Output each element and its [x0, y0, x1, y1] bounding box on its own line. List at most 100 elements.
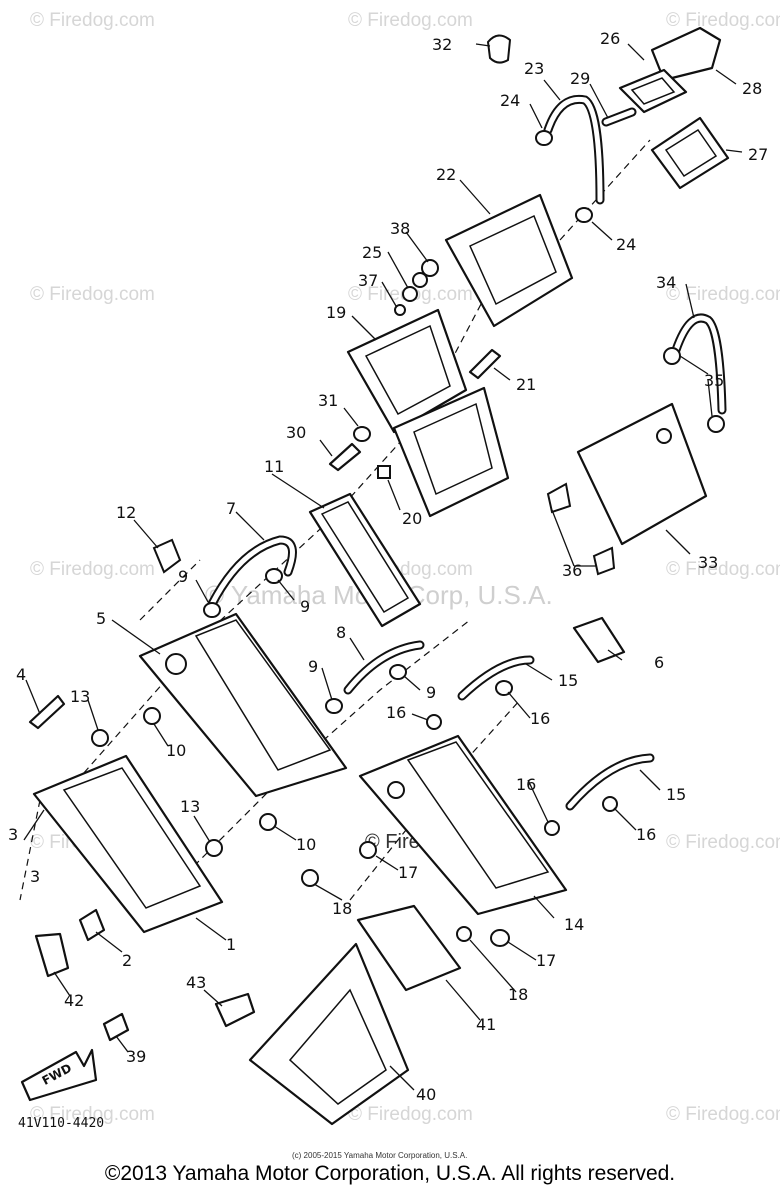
part-42-bracket — [34, 932, 70, 978]
leader-lines — [23, 43, 743, 1091]
watermark: © Firedog.com — [30, 10, 155, 31]
callout-7: 7 — [226, 499, 236, 518]
callout-1: 1 — [226, 935, 236, 954]
callout-22: 22 — [436, 165, 456, 184]
part-9-clamp — [265, 568, 283, 584]
callout-3: 3 — [8, 825, 18, 844]
callout-27: 27 — [748, 145, 768, 164]
part-35-clamp — [663, 347, 681, 365]
part-16-clamp — [602, 796, 618, 812]
part-24-clamp — [535, 130, 553, 146]
part-1-case — [32, 754, 224, 934]
watermark: © Firedog.com — [666, 559, 780, 580]
watermark: © Firedog.com — [666, 10, 780, 31]
diagram-code: 41V110-4420 — [18, 1116, 104, 1131]
part-33-plate — [576, 402, 708, 546]
callout-3: 3 — [30, 867, 40, 886]
part-36-fitting — [592, 546, 616, 576]
part-4-bolt — [28, 694, 66, 730]
callout-15: 15 — [666, 785, 686, 804]
part-9-clamp — [389, 664, 407, 680]
part-5-case — [138, 612, 348, 798]
callout-6: 6 — [654, 653, 664, 672]
part-17-cap — [359, 841, 377, 859]
part-2-bracket — [78, 908, 106, 942]
part-43-bracket — [214, 992, 256, 1028]
part-18-plug — [456, 926, 472, 942]
part-41-cover — [356, 904, 462, 992]
callout-9: 9 — [308, 657, 318, 676]
part-12-cap — [152, 538, 182, 574]
part-21-bolt — [468, 348, 502, 380]
callout-14: 14 — [564, 915, 584, 934]
part-40-bracket — [248, 942, 410, 1126]
callout-32: 32 — [432, 35, 452, 54]
callout-5: 5 — [96, 609, 106, 628]
callout-16: 16 — [636, 825, 656, 844]
callout-17: 17 — [398, 863, 418, 882]
callout-11: 11 — [264, 457, 284, 476]
callout-13: 13 — [70, 687, 90, 706]
part-17-cap — [490, 929, 510, 947]
callout-37: 37 — [358, 271, 378, 290]
part-10-plug — [143, 707, 161, 725]
part-13-plug — [91, 729, 109, 747]
part-35-clamp — [707, 415, 725, 433]
callout-20: 20 — [402, 509, 422, 528]
callout-24: 24 — [500, 91, 520, 110]
part-16-clamp — [426, 714, 442, 730]
part-24-clamp — [575, 207, 593, 223]
part-26-gasket — [618, 68, 688, 114]
callout-40: 40 — [416, 1085, 436, 1104]
callout-8: 8 — [336, 623, 346, 642]
callout-42: 42 — [64, 991, 84, 1010]
callout-28: 28 — [742, 79, 762, 98]
watermark: © Firedog.com — [348, 10, 473, 31]
callout-17: 17 — [536, 951, 556, 970]
callout-10: 10 — [166, 741, 186, 760]
watermark: © Firedog.com — [666, 832, 780, 853]
part-19-plate — [346, 308, 468, 434]
part-30-bolt — [328, 442, 362, 472]
callout-16: 16 — [386, 703, 406, 722]
callout-9: 9 — [426, 683, 436, 702]
callout-4: 4 — [16, 665, 26, 684]
part-6-seal — [572, 616, 626, 664]
part-38-washer — [421, 259, 439, 277]
part-31-washer — [353, 426, 371, 442]
watermark: © Firedog.com — [30, 284, 155, 305]
callout-16: 16 — [516, 775, 536, 794]
part-9-clamp — [325, 698, 343, 714]
part-25-spacer — [402, 286, 418, 302]
callout-10: 10 — [296, 835, 316, 854]
callout-labels: 32 26 23 29 28 24 27 22 24 38 25 37 34 1… — [8, 29, 768, 1104]
callout-13: 13 — [180, 797, 200, 816]
callout-9: 9 — [178, 567, 188, 586]
callout-30: 30 — [286, 423, 306, 442]
part-9-clamp — [203, 602, 221, 618]
part-38-washer — [412, 272, 428, 288]
part-16-clamp — [495, 680, 513, 696]
part-11-gasket — [308, 492, 422, 628]
callout-15: 15 — [558, 671, 578, 690]
callout-2: 2 — [122, 951, 132, 970]
part-22-plate — [444, 193, 574, 328]
watermark: © Firedog.com — [30, 559, 155, 580]
part-13-plug — [205, 839, 223, 857]
callout-36: 36 — [562, 561, 582, 580]
part-36-fitting — [546, 482, 572, 514]
watermark: © Firedog.com — [666, 1104, 780, 1125]
copyright-footer: ©2013 Yamaha Motor Corporation, U.S.A. A… — [104, 1162, 676, 1185]
callout-23: 23 — [524, 59, 544, 78]
callout-18: 18 — [508, 985, 528, 1004]
callout-39: 39 — [126, 1047, 146, 1066]
part-10-plug — [259, 813, 277, 831]
callout-35: 35 — [704, 371, 724, 390]
callout-43: 43 — [186, 973, 206, 992]
part-37-washer — [394, 304, 406, 316]
callout-33: 33 — [698, 553, 718, 572]
part-20-nut — [377, 465, 391, 479]
part-39-bracket — [102, 1012, 130, 1042]
callout-41: 41 — [476, 1015, 496, 1034]
